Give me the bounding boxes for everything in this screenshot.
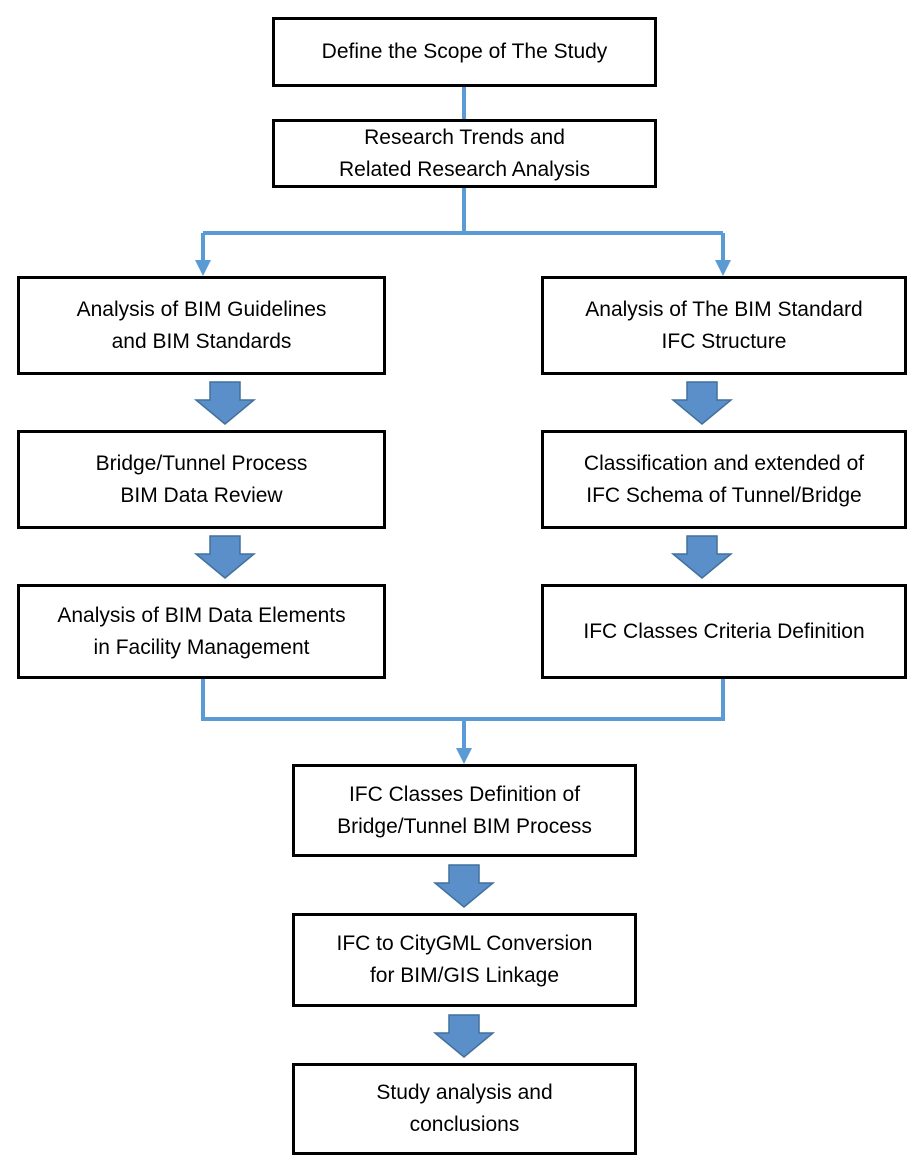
block-arrow-definition-to-conversion bbox=[432, 864, 496, 908]
edge-merge-to-classes-definition bbox=[201, 679, 725, 750]
block-arrow-structure-to-classification bbox=[670, 381, 734, 425]
arrowhead-to-ifc-structure bbox=[715, 260, 731, 276]
block-arrow-guidelines-to-review bbox=[193, 381, 257, 425]
block-arrow-review-to-elements bbox=[193, 535, 257, 579]
node-classes-criteria: IFC Classes Criteria Definition bbox=[541, 584, 907, 679]
edge-trends-split bbox=[201, 188, 725, 262]
node-define-scope: Define the Scope of The Study bbox=[272, 17, 657, 87]
block-arrow-conversion-to-conclusions bbox=[432, 1014, 496, 1058]
block-arrow-classification-to-criteria bbox=[670, 535, 734, 579]
arrowhead-to-classes-definition bbox=[456, 748, 472, 764]
arrowhead-to-guidelines bbox=[195, 260, 211, 276]
